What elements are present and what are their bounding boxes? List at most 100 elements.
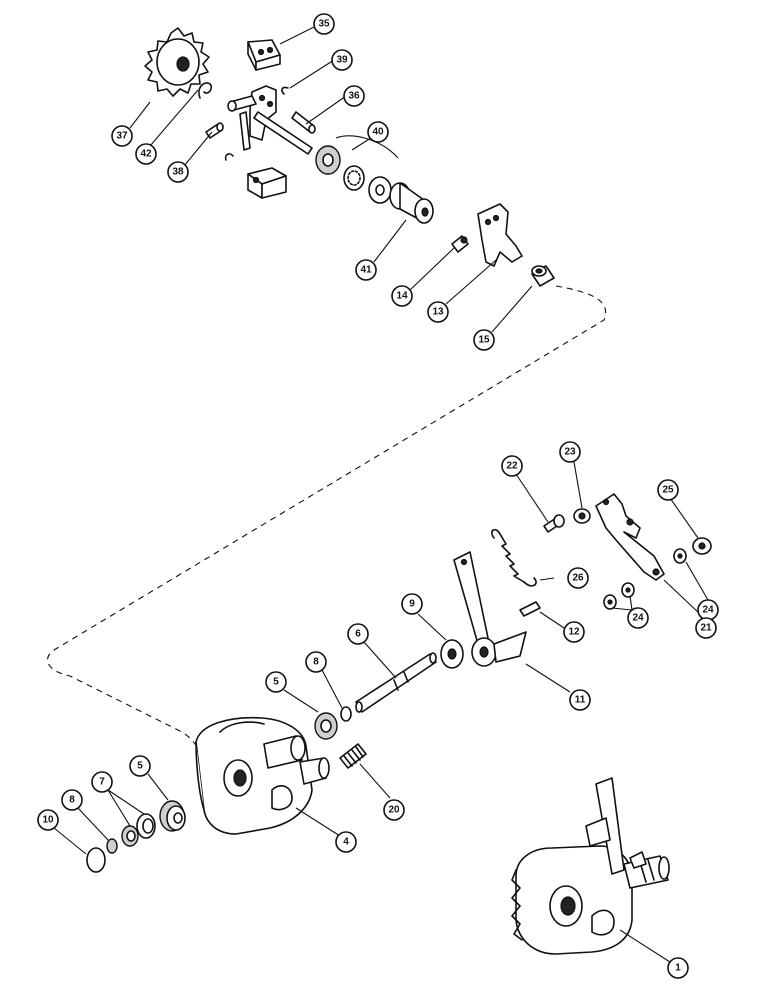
svg-text:21: 21: [700, 623, 712, 634]
svg-text:15: 15: [478, 335, 490, 346]
part-lower-block: [247, 167, 287, 199]
part-spool-bushing: [389, 182, 434, 224]
part-sprocket-gear: [144, 27, 210, 97]
callout-23: 23: [559, 441, 581, 463]
callout-8-lower: 8: [61, 789, 83, 811]
part-small-clip: [281, 86, 289, 95]
part-set-screw: [451, 235, 469, 253]
callout-24-left: 24: [627, 607, 649, 629]
svg-text:39: 39: [336, 55, 348, 66]
part-bearing-5-upper: [314, 712, 338, 740]
callout-37: 37: [111, 125, 133, 147]
svg-text:20: 20: [388, 805, 400, 816]
callout-21: 21: [695, 617, 717, 639]
svg-text:14: 14: [396, 291, 408, 302]
svg-text:24: 24: [702, 605, 714, 616]
part-washer-8-upper: [340, 706, 352, 722]
part-washer-24c: [621, 582, 635, 598]
callout-36: 36: [343, 85, 365, 107]
part-washer-8-lower: [106, 838, 118, 854]
part-governor-housing: [195, 716, 330, 835]
callout-41: 41: [355, 259, 377, 281]
callout-7: 7: [91, 771, 113, 793]
part-threaded-stud: [339, 743, 367, 769]
part-seal-7b: [121, 825, 139, 847]
svg-text:8: 8: [313, 657, 319, 668]
dashed-assembly-line: [47, 285, 607, 751]
leader-lines: [53, 25, 709, 963]
part-lever-plate: [477, 203, 523, 267]
svg-text:7: 7: [99, 777, 105, 788]
part-shaft: [355, 652, 437, 713]
callout-12: 12: [563, 621, 585, 643]
callout-13: 13: [427, 301, 449, 323]
callout-4: 4: [335, 831, 357, 853]
svg-text:36: 36: [348, 91, 360, 102]
callout-24-right: 24: [697, 599, 719, 621]
callout-42: 42: [135, 143, 157, 165]
callout-15: 15: [473, 329, 495, 351]
svg-text:13: 13: [432, 307, 444, 318]
callout-39: 39: [331, 49, 353, 71]
part-washer-24b: [603, 594, 617, 610]
svg-text:9: 9: [409, 599, 415, 610]
part-bracket-shaft: [227, 85, 313, 155]
part-pin-36: [291, 111, 316, 134]
part-nut-23: [573, 508, 591, 524]
svg-text:12: 12: [568, 627, 580, 638]
part-small-clip-lower: [224, 153, 234, 161]
svg-text:40: 40: [372, 127, 384, 138]
part-roll-pin: [519, 601, 541, 617]
svg-text:41: 41: [360, 265, 372, 276]
callout-9: 9: [401, 593, 423, 615]
callout-5-upper: 5: [265, 671, 287, 693]
callout-25: 25: [657, 479, 679, 501]
part-upper-block: [247, 39, 281, 71]
part-cap-10: [86, 847, 106, 873]
svg-text:5: 5: [273, 677, 279, 688]
part-washer-9: [440, 639, 464, 669]
svg-text:35: 35: [318, 19, 330, 30]
callout-35: 35: [313, 13, 335, 35]
callout-22: 22: [501, 455, 523, 477]
callout-6: 6: [347, 623, 369, 645]
part-seal-7a: [136, 813, 156, 839]
callout-14: 14: [391, 285, 413, 307]
svg-text:10: 10: [42, 815, 54, 826]
svg-text:24: 24: [632, 613, 644, 624]
part-snap-ring: [198, 82, 213, 99]
callout-10: 10: [37, 809, 59, 831]
svg-text:4: 4: [343, 837, 349, 848]
svg-text:22: 22: [506, 461, 518, 472]
callout-38: 38: [167, 161, 189, 183]
part-nut-25: [692, 537, 712, 555]
callout-8-upper: 8: [305, 651, 327, 673]
part-lever-arm: [595, 493, 665, 581]
svg-text:11: 11: [575, 695, 586, 706]
callout-26: 26: [567, 567, 589, 589]
svg-text:37: 37: [116, 131, 128, 142]
svg-text:25: 25: [662, 485, 674, 496]
callout-1: 1: [667, 957, 689, 979]
part-washer-24a: [673, 548, 687, 564]
svg-text:23: 23: [564, 447, 576, 458]
part-bearing-5-lower: [159, 800, 186, 832]
svg-text:5: 5: [137, 761, 143, 772]
svg-text:1: 1: [675, 963, 681, 974]
svg-text:8: 8: [69, 795, 75, 806]
part-sleeve: [531, 265, 555, 287]
callout-11: 11: [569, 689, 591, 711]
part-throttle-lever: [453, 551, 527, 667]
callout-5-lower: 5: [129, 755, 151, 777]
part-bolt: [543, 514, 565, 533]
callout-40: 40: [367, 121, 389, 143]
svg-text:6: 6: [355, 629, 361, 640]
svg-text:42: 42: [140, 149, 152, 160]
part-washer-bearing-set: [315, 135, 399, 204]
part-spring: [491, 528, 537, 587]
callout-20: 20: [383, 799, 405, 821]
part-governor-assembled: [511, 777, 670, 955]
svg-text:26: 26: [572, 573, 584, 584]
